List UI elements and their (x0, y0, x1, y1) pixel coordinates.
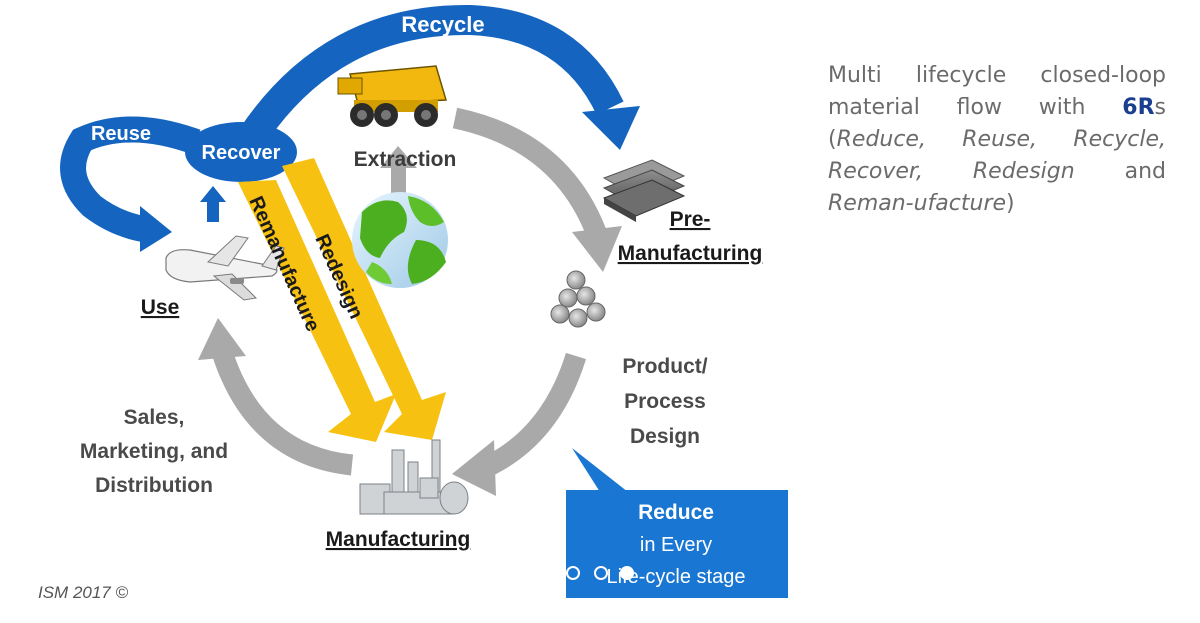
arrowhead-manufacturing (452, 440, 496, 496)
redesign-arrow (282, 158, 446, 440)
metal-sheets-icon (602, 159, 686, 222)
stage-design-line1: Product/ (622, 355, 707, 378)
airplane-icon (165, 235, 285, 301)
dump-truck-icon (337, 65, 447, 127)
recover-label: Recover (202, 142, 281, 164)
factory-icon (359, 439, 469, 515)
stage-extraction: Extraction (354, 148, 457, 171)
carousel-dot-3[interactable] (620, 566, 634, 580)
metal-bars-icon (550, 270, 606, 328)
caption-remanufacture: Reman-ufacture (828, 191, 1007, 216)
arrow-design-to-manufacturing (475, 352, 587, 480)
cycle-arrowheads (198, 146, 622, 496)
carousel-dot-2[interactable] (594, 566, 608, 580)
stage-sales-line2: Marketing, and (80, 440, 228, 463)
carousel-dot-1[interactable] (566, 566, 580, 580)
small-up-arrow (200, 186, 226, 222)
stage-design-line3: Design (630, 425, 700, 448)
caption-text-4: ) (1006, 191, 1015, 216)
stage-sales-line1: Sales, (124, 406, 185, 429)
callout-line1: Reduce (638, 501, 714, 524)
arrow-manufacturing-to-use (212, 348, 354, 476)
stage-manufacturing: Manufacturing (326, 528, 471, 551)
arrowhead-extraction (380, 146, 417, 168)
caption-rs-list: Reduce, Reuse, Recycle, Recover, Redesig… (828, 127, 1166, 184)
caption-text-3: and (1074, 159, 1166, 184)
recycle-label: Recycle (401, 12, 484, 37)
cycle-arrows (212, 107, 606, 480)
diagram-caption: Multi lifecycle closed-loop material flo… (828, 60, 1166, 220)
stage-use: Use (141, 296, 180, 319)
caption-6r: 6R (1122, 95, 1155, 120)
reuse-label: Reuse (91, 123, 151, 145)
stage-pre-manufacturing-line1: Pre- (670, 208, 711, 231)
recycle-arrow (237, 4, 640, 150)
remanufacture-arrow (238, 180, 396, 442)
caption-text-1: Multi lifecycle closed-loop material flo… (828, 63, 1166, 120)
caption-text-2: s ( (828, 95, 1166, 152)
stage-sales-line3: Distribution (95, 474, 213, 497)
recover-node (185, 122, 297, 182)
callout-line3: Life-cycle stage (607, 566, 746, 588)
stage-pre-manufacturing-line2: Manufacturing (618, 242, 763, 265)
callout-line2: in Every (640, 534, 712, 556)
reduce-callout: Reduce in Every Life-cycle stage (566, 448, 788, 598)
copyright-notice: ISM 2017 © (38, 583, 129, 602)
stage-design-line2: Process (624, 390, 706, 413)
globe-icon (352, 192, 448, 288)
arrowhead-use (198, 318, 246, 360)
arrow-globe-to-extraction (391, 166, 406, 196)
arrow-extraction-to-premanufacturing (452, 107, 606, 236)
arrowhead-premanufacturing (572, 226, 622, 272)
reuse-arrow (60, 116, 201, 252)
